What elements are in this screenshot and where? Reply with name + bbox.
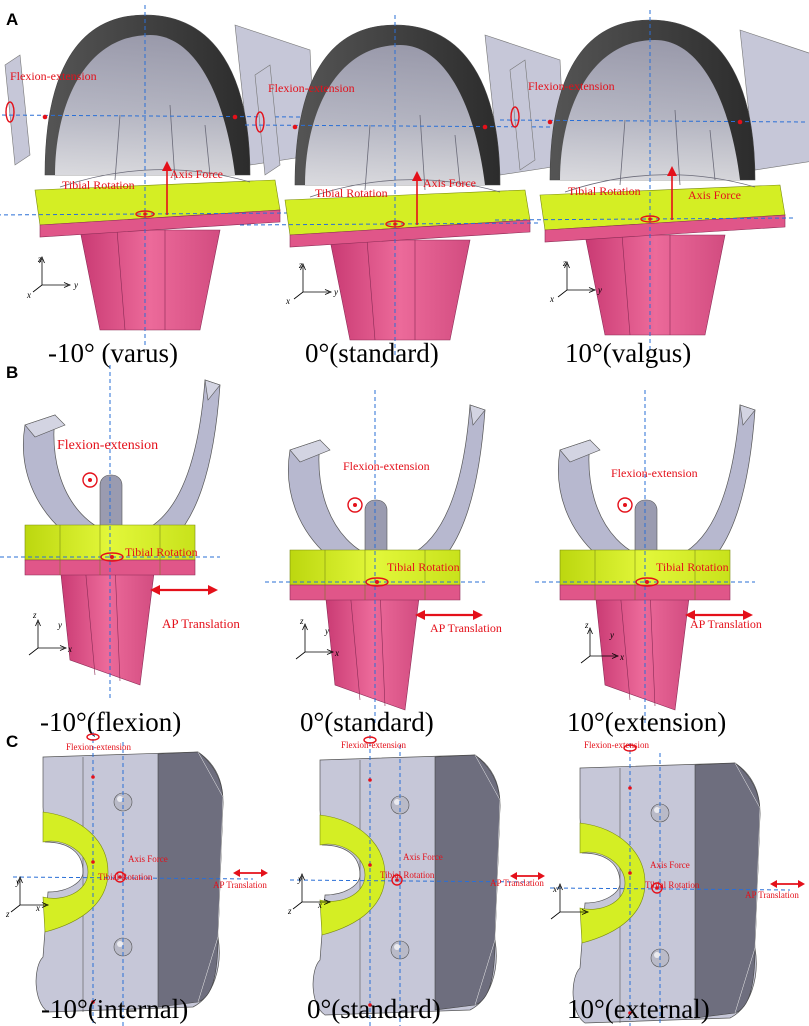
axis-label-x: x [334,648,339,658]
axis-label-y: y [73,280,78,290]
flexion-extension-label: Flexion-extension [341,740,406,750]
axis-label-x: x [552,884,557,894]
tibial-rotation-label: Tibial Rotation [568,184,641,198]
caption-external: 10°(external) [567,994,710,1024]
flexion-extension-label: Flexion-extension [611,466,698,480]
axis-label-z: z [562,258,567,268]
axis-force-label: Axis Force [170,167,223,181]
tibial-rotation-label: Tibial Rotation [656,560,729,574]
caption-varus: -10° (varus) [48,338,178,368]
axis-label-x: x [619,652,624,662]
ap-translation-label: AP Translation [745,890,799,900]
caption-standard-b: 0°(standard) [300,707,434,737]
axis-label-z: z [37,254,42,264]
axis-label-x: x [549,294,554,304]
ap-translation-label: AP Translation [430,621,502,635]
axis-force-label: Axis Force [128,854,168,864]
axis-label-x: x [285,296,290,306]
flexion-extension-label: Flexion-extension [584,740,649,750]
panel-b: B Flexion-extension Tibial Rotation AP T… [0,363,762,737]
panel-c: C Flexion-extension Axis Force Tibial Ro… [5,731,806,1026]
flexion-extension-label: Flexion-extension [528,79,615,93]
panel-label: A [6,10,18,29]
axis-label-y: y [297,874,302,884]
tibial-rotation-label: Tibial Rotation [315,186,388,200]
axis-force-label: Axis Force [423,176,476,190]
ap-translation-label: AP Translation [690,617,762,631]
flexion-extension-label: Flexion-extension [343,459,430,473]
caption-standard-a: 0°(standard) [305,338,439,368]
implant-standard-a: Flexion-extension Tibial Rotation Axis F… [239,14,566,368]
axis-label-x: x [67,644,72,654]
caption-extension: 10°(extension) [567,707,726,737]
implant-varus: Flexion-extension Tibial Rotation Axis F… [0,4,316,368]
axis-label-z: z [5,909,10,919]
flexion-extension-label: Flexion-extension [268,81,355,95]
axis-label-x: x [26,290,31,300]
implant-valgus: Flexion-extension Tibial Rotation Axis F… [494,9,809,368]
ap-translation-label: AP Translation [162,616,240,631]
panel-a: A Flexion-extension Tibial Rotation Axis… [0,4,809,368]
implant-standard-b: Flexion-extension Tibial Rotation AP Tra… [263,388,502,737]
axis-label-y: y [15,877,20,887]
flexion-extension-label: Flexion-extension [57,438,158,453]
axis-force-label: Axis Force [650,860,690,870]
implant-flexion: Flexion-extension Tibial Rotation AP Tra… [0,363,240,737]
tibial-rotation-label: Tibial Rotation [645,880,700,890]
axis-label-y: y [324,626,329,636]
caption-internal: -10°(internal) [41,994,188,1024]
axis-label-x: x [317,900,322,910]
implant-external: Flexion-extension Axis Force Tibial Rota… [549,740,806,1026]
axis-label-z: z [299,616,304,626]
axis-label-y: y [597,285,602,295]
axis-label-y: y [333,287,338,297]
tibial-rotation-label: Tibial Rotation [380,870,435,880]
axis-label-x: x [35,903,40,913]
axis-label-z: z [584,620,589,630]
caption-standard-c: 0°(standard) [307,994,441,1024]
caption-valgus: 10°(valgus) [565,338,691,368]
axis-force-label: Axis Force [688,188,741,202]
axis-label-y: y [609,630,614,640]
tibial-rotation-label: Tibial Rotation [98,872,153,882]
axis-label-z: z [32,610,37,620]
panel-label: B [6,363,18,382]
implant-extension: Flexion-extension Tibial Rotation AP Tra… [533,388,762,737]
axis-label-y: y [57,620,62,630]
axis-label-z: z [298,260,303,270]
implant-internal: Flexion-extension Axis Force Tibial Rota… [5,731,269,1026]
axis-label-z: z [287,906,292,916]
tibial-rotation-label: Tibial Rotation [387,560,460,574]
implant-standard-c: Flexion-extension Axis Force Tibial Rota… [287,734,546,1026]
panel-label: C [6,732,18,751]
ap-translation-label: AP Translation [213,880,267,890]
ap-translation-label: AP Translation [490,878,544,888]
flexion-extension-label: Flexion-extension [66,742,131,752]
tibial-rotation-label: Tibial Rotation [62,178,135,192]
flexion-extension-label: Flexion-extension [10,69,97,83]
axis-force-label: Axis Force [403,852,443,862]
tibial-rotation-label: Tibial Rotation [125,545,198,559]
caption-flexion: -10°(flexion) [40,707,181,737]
